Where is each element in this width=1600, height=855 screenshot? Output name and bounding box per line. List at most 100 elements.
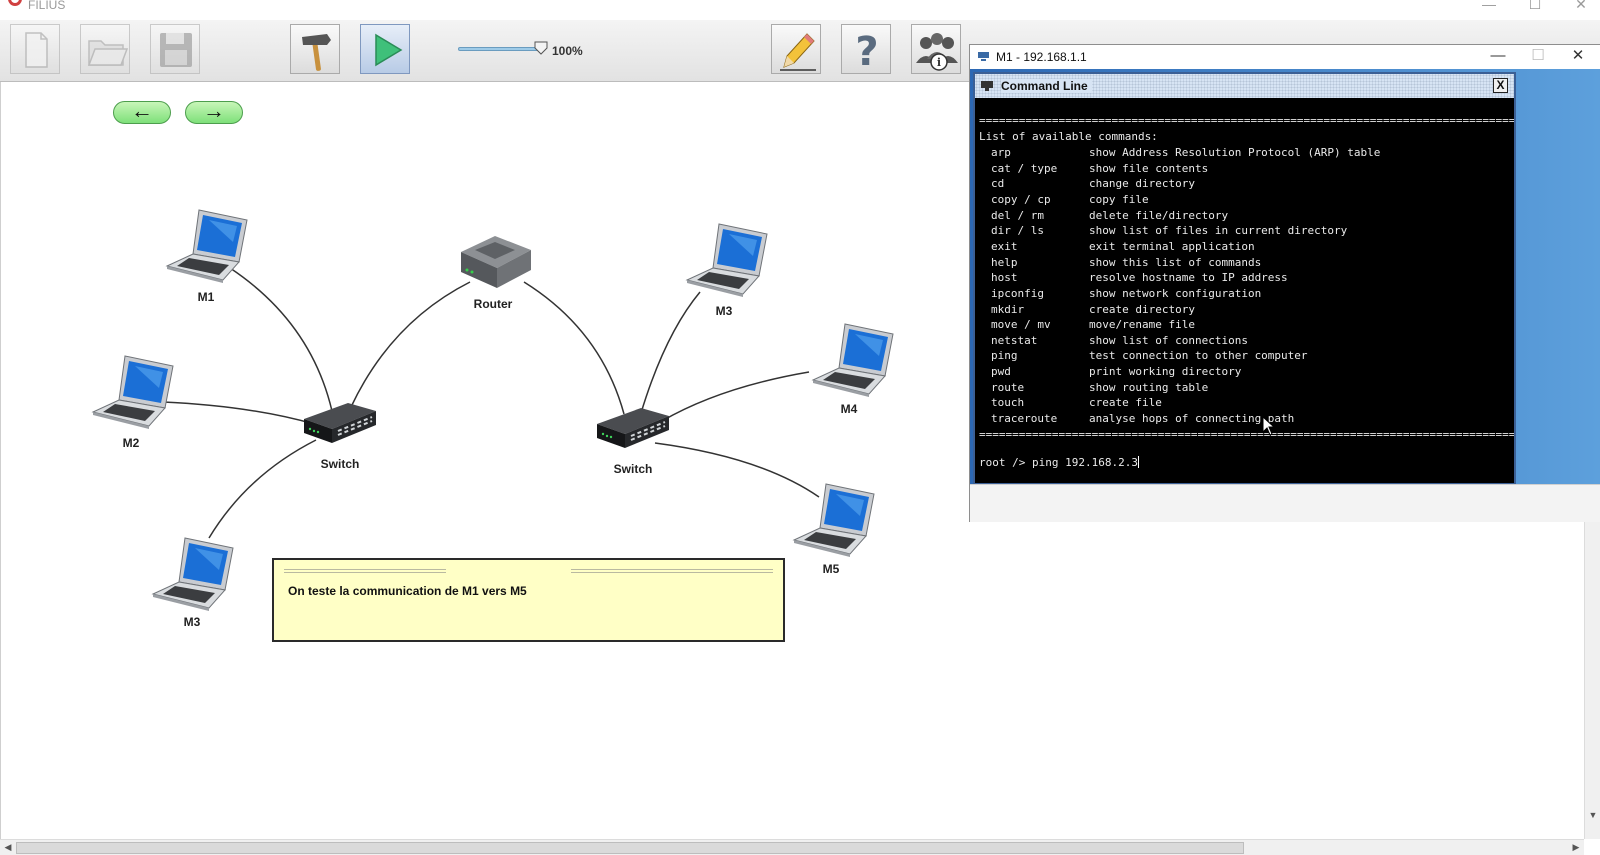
pencil-icon	[780, 33, 816, 71]
node-label: M3	[715, 304, 733, 318]
node-label: M5	[822, 562, 840, 576]
laptop-icon	[685, 223, 768, 297]
terminal-minimize-button[interactable]: —	[1490, 47, 1506, 64]
open-folder-button[interactable]	[80, 24, 130, 74]
forward-arrow-button[interactable]: →	[185, 100, 243, 124]
terminal-separator: ========================================…	[979, 114, 1514, 127]
terminal-output[interactable]: ========================================…	[975, 98, 1514, 483]
switch-icon	[304, 403, 376, 443]
node-label: Router	[473, 297, 513, 311]
new-file-button[interactable]	[10, 24, 60, 74]
app-maximize-button[interactable]: ☐	[1528, 0, 1542, 12]
new-file-icon	[25, 32, 48, 68]
about-button[interactable]: i	[911, 24, 961, 74]
command-name: mkdir	[991, 302, 1025, 316]
node-m3a[interactable]	[149, 532, 235, 612]
command-name: cat / type	[991, 161, 1058, 175]
link-switch2-m5	[654, 442, 820, 498]
laptop-icon	[792, 483, 875, 557]
node-label: M1	[197, 290, 215, 304]
command-description: show list of connections	[1089, 333, 1248, 347]
monitor-icon	[981, 81, 993, 91]
hammer-icon	[302, 34, 331, 71]
app-close-button[interactable]: ✕	[1575, 0, 1587, 12]
command-description: create directory	[1089, 302, 1195, 316]
command-name: exit	[991, 239, 1018, 253]
command-name: cd	[991, 177, 1005, 191]
floppy-disk-icon	[160, 33, 192, 67]
zoom-slider[interactable]	[458, 47, 542, 51]
laptop-icon	[91, 355, 174, 429]
command-name: del / rm	[991, 208, 1044, 222]
svg-text:i: i	[937, 56, 941, 69]
node-sw2[interactable]	[595, 402, 671, 452]
horizontal-scrollbar-thumb[interactable]	[16, 842, 1244, 854]
folder-icon	[87, 40, 129, 66]
command-description: resolve hostname to IP address	[1089, 271, 1288, 285]
command-line-frame[interactable]: Command Line X =========================…	[973, 72, 1516, 485]
node-m2[interactable]	[89, 350, 175, 430]
command-line-frame-title: Command Line	[1001, 79, 1092, 93]
command-name: host	[991, 271, 1018, 285]
terminal-prompt-line[interactable]: root /> ping 192.168.2.3	[979, 455, 1139, 471]
command-line-frame-title-bar[interactable]: Command Line X	[975, 74, 1514, 98]
zoom-slider-thumb[interactable]	[534, 41, 548, 55]
terminal-status-bar	[970, 484, 1600, 522]
command-description: show network configuration	[1089, 286, 1262, 300]
documentation-button[interactable]	[771, 24, 821, 74]
node-m1[interactable]	[163, 204, 249, 284]
command-name: arp	[991, 146, 1011, 159]
app-title-bar: FILIUS — ☐ ✕	[0, 0, 1600, 20]
command-name: route	[991, 380, 1025, 394]
command-name: dir / ls	[991, 224, 1044, 238]
note-text: On teste la communication de M1 vers M5	[288, 584, 527, 598]
node-m3b[interactable]	[683, 218, 769, 298]
command-name: netstat	[991, 333, 1038, 347]
node-label: Switch	[320, 457, 360, 471]
terminal-window[interactable]: M1 - 192.168.1.1 — ☐ ✕ Command Line X ==…	[969, 44, 1600, 522]
link-switch2-m3	[640, 291, 701, 414]
command-name: copy / cp	[991, 192, 1051, 206]
terminal-window-title-bar[interactable]: M1 - 192.168.1.1 — ☐ ✕	[970, 45, 1600, 69]
simulation-mode-button[interactable]	[360, 24, 410, 74]
node-label: M3	[183, 615, 201, 629]
node-m4[interactable]	[809, 318, 895, 398]
text-caret	[1137, 456, 1139, 468]
command-description: analyse hops of connecting path	[1089, 412, 1295, 426]
node-m5[interactable]	[790, 478, 876, 558]
command-name: pwd	[991, 365, 1011, 379]
back-arrow-button[interactable]: ←	[113, 100, 171, 124]
command-name: traceroute	[991, 412, 1058, 426]
computer-icon	[978, 52, 989, 61]
node-label: M2	[122, 436, 140, 450]
svg-text:?: ?	[855, 29, 878, 75]
app-minimize-button[interactable]: —	[1482, 0, 1496, 12]
note-decoration-line	[284, 569, 446, 573]
save-button[interactable]	[150, 24, 200, 74]
node-label: Switch	[613, 462, 653, 476]
command-description: test connection to other computer	[1089, 349, 1308, 363]
app-title: FILIUS	[28, 0, 66, 12]
terminal-header: List of available commands:	[979, 130, 1158, 143]
note-decoration-line	[571, 569, 773, 573]
scroll-down-arrow-icon[interactable]: ▼	[1588, 810, 1598, 820]
command-description: show this list of commands	[1089, 255, 1262, 269]
link-m1-switch1	[229, 267, 333, 412]
horizontal-scrollbar[interactable]: ◀ ▶	[0, 839, 1584, 855]
design-mode-button[interactable]	[290, 24, 340, 74]
command-description: show routing table	[1089, 380, 1209, 394]
command-line-close-button[interactable]: X	[1493, 78, 1508, 93]
terminal-maximize-button[interactable]: ☐	[1531, 47, 1545, 64]
terminal-input[interactable]: ping 192.168.2.3	[1031, 456, 1138, 469]
node-sw1[interactable]	[302, 397, 378, 447]
terminal-close-button[interactable]: ✕	[1571, 47, 1585, 64]
node-router[interactable]	[455, 232, 535, 294]
documentation-note[interactable]: On teste la communication de M1 vers M5	[272, 558, 785, 642]
scroll-right-arrow-icon[interactable]: ▶	[1572, 842, 1580, 852]
router-icon	[461, 236, 531, 288]
command-name: touch	[991, 396, 1025, 410]
help-button[interactable]: ?	[841, 24, 891, 75]
scroll-left-arrow-icon[interactable]: ◀	[4, 842, 12, 852]
terminal-window-title: M1 - 192.168.1.1	[996, 50, 1087, 64]
